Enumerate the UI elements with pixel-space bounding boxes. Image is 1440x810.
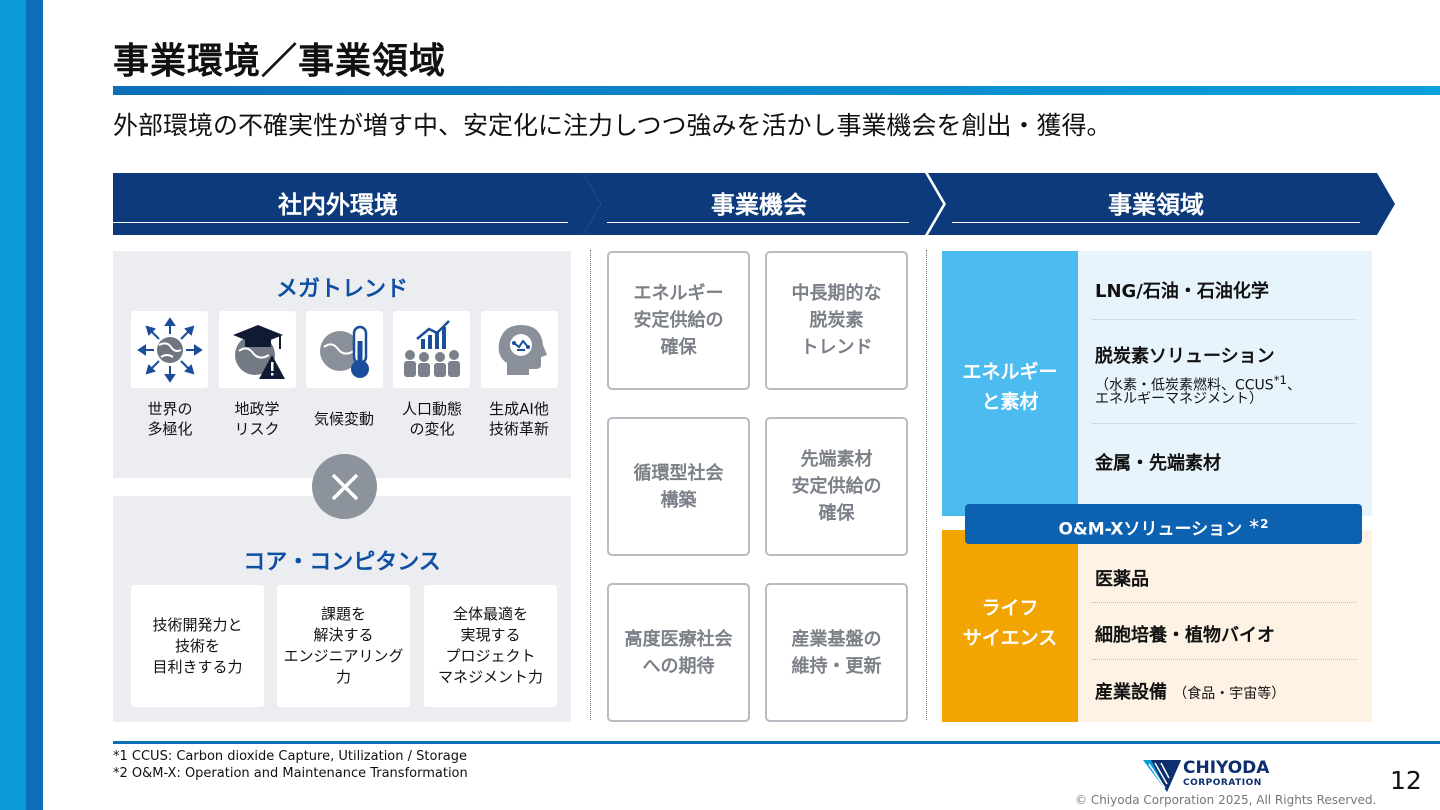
header-environment: 社内外環境 [113,173,601,235]
logo-subtext: CORPORATION [1183,778,1262,788]
opportunity-box: 中長期的な脱炭素トレンド [765,251,908,390]
core-competence-panel: コア・コンピタンス 技術開発力と 技術を 目利きする力 課題を 解決する エンジ… [113,496,571,722]
header-environment-label: 社内外環境 [278,191,398,219]
megatrend-label: 地政学 リスク [234,400,280,438]
opportunity-box: 循環型社会構築 [607,417,750,556]
title-rule [113,86,1440,95]
page-title: 事業環境／事業領域 [113,41,447,82]
core-competence-box: 課題を 解決する エンジニアリング力 [277,585,410,707]
domain-item: 産業設備 （食品・宇宙等） [1095,682,1286,703]
footnote: *1 CCUS: Carbon dioxide Capture, Utiliza… [113,749,468,764]
column-divider [926,250,927,720]
domain-item: 医薬品 [1095,569,1149,590]
footnote: *2 O&M-X: Operation and Maintenance Tran… [113,766,468,781]
logo-wordmark: CHIYODA [1183,758,1270,778]
domain-item-detail: （水素・低炭素燃料、CCUS*1、 [1095,373,1301,394]
header-domain-label: 事業領域 [1108,191,1204,219]
life-science-label-box: ライフ サイエンス [942,530,1078,722]
domain-item: LNG/石油・石油化学 [1095,281,1269,302]
domain-item: 細胞培養・植物バイオ [1095,625,1275,646]
megatrend-label: 生成AI他 技術革新 [488,400,549,438]
megatrend-label: 人口動態 の変化 [401,400,462,438]
ai-head-icon [481,311,558,388]
core-competence-heading: コア・コンピタンス [243,550,441,575]
life-science-label: ライフ サイエンス [962,597,1058,649]
opportunity-box: エネルギー安定供給の確保 [607,251,750,390]
opportunity-box: 産業基盤の維持・更新 [765,583,908,722]
core-competence-box: 全体最適を 実現する プロジェクト マネジメント力 [424,585,557,707]
header-underline [607,222,909,223]
core-competence-box: 技術開発力と 技術を 目利きする力 [131,585,264,707]
column-divider [590,250,591,720]
people-chart-icon [393,311,470,388]
header-underline [113,222,568,223]
divider [1092,423,1356,424]
copyright: © Chiyoda Corporation 2025, All Rights R… [1075,793,1377,807]
header-underline [952,222,1360,223]
domain-item: 脱炭素ソリューション [1095,346,1275,367]
energy-domain-label-box: エネルギー と素材 [942,251,1078,516]
header-opportunity-label: 事業機会 [711,191,807,219]
page-number: 12 [1390,766,1422,795]
graduation-cap-globe-icon [219,311,296,388]
divider [1092,659,1356,660]
close-icon [312,454,377,519]
domain-item: 金属・先端素材 [1095,453,1221,474]
energy-domain-label: エネルギー と素材 [962,361,1058,413]
domain-item-detail: エネルギーマネジメント） [1095,391,1263,407]
megatrend-label: 世界の 多極化 [147,400,193,438]
megatrend-heading: メガトレンド [275,277,408,302]
megatrend-panel: メガトレンド [113,251,571,478]
megatrend-label: 気候変動 [313,410,374,428]
chiyoda-logo-icon [1143,760,1181,792]
opportunity-box: 先端素材安定供給の確保 [765,417,908,556]
header-domain: 事業領域 [928,173,1395,235]
om-x-solution-banner: O&M-Xソリューション ＊2 [965,504,1362,544]
left-accent-bar-dark [26,0,43,810]
opportunity-box: 高度医療社会への期待 [607,583,750,722]
footer-rule [113,741,1440,744]
company-logo: CHIYODA CORPORATION [1143,758,1269,794]
divider [1092,319,1356,320]
page-subtitle: 外部環境の不確実性が増す中、安定化に注力しつつ強みを活かし事業機会を創出・獲得。 [113,111,1112,140]
globe-thermometer-icon [306,311,383,388]
globe-arrows-icon [131,311,208,388]
header-opportunity: 事業機会 [583,173,943,235]
divider [1092,602,1356,603]
